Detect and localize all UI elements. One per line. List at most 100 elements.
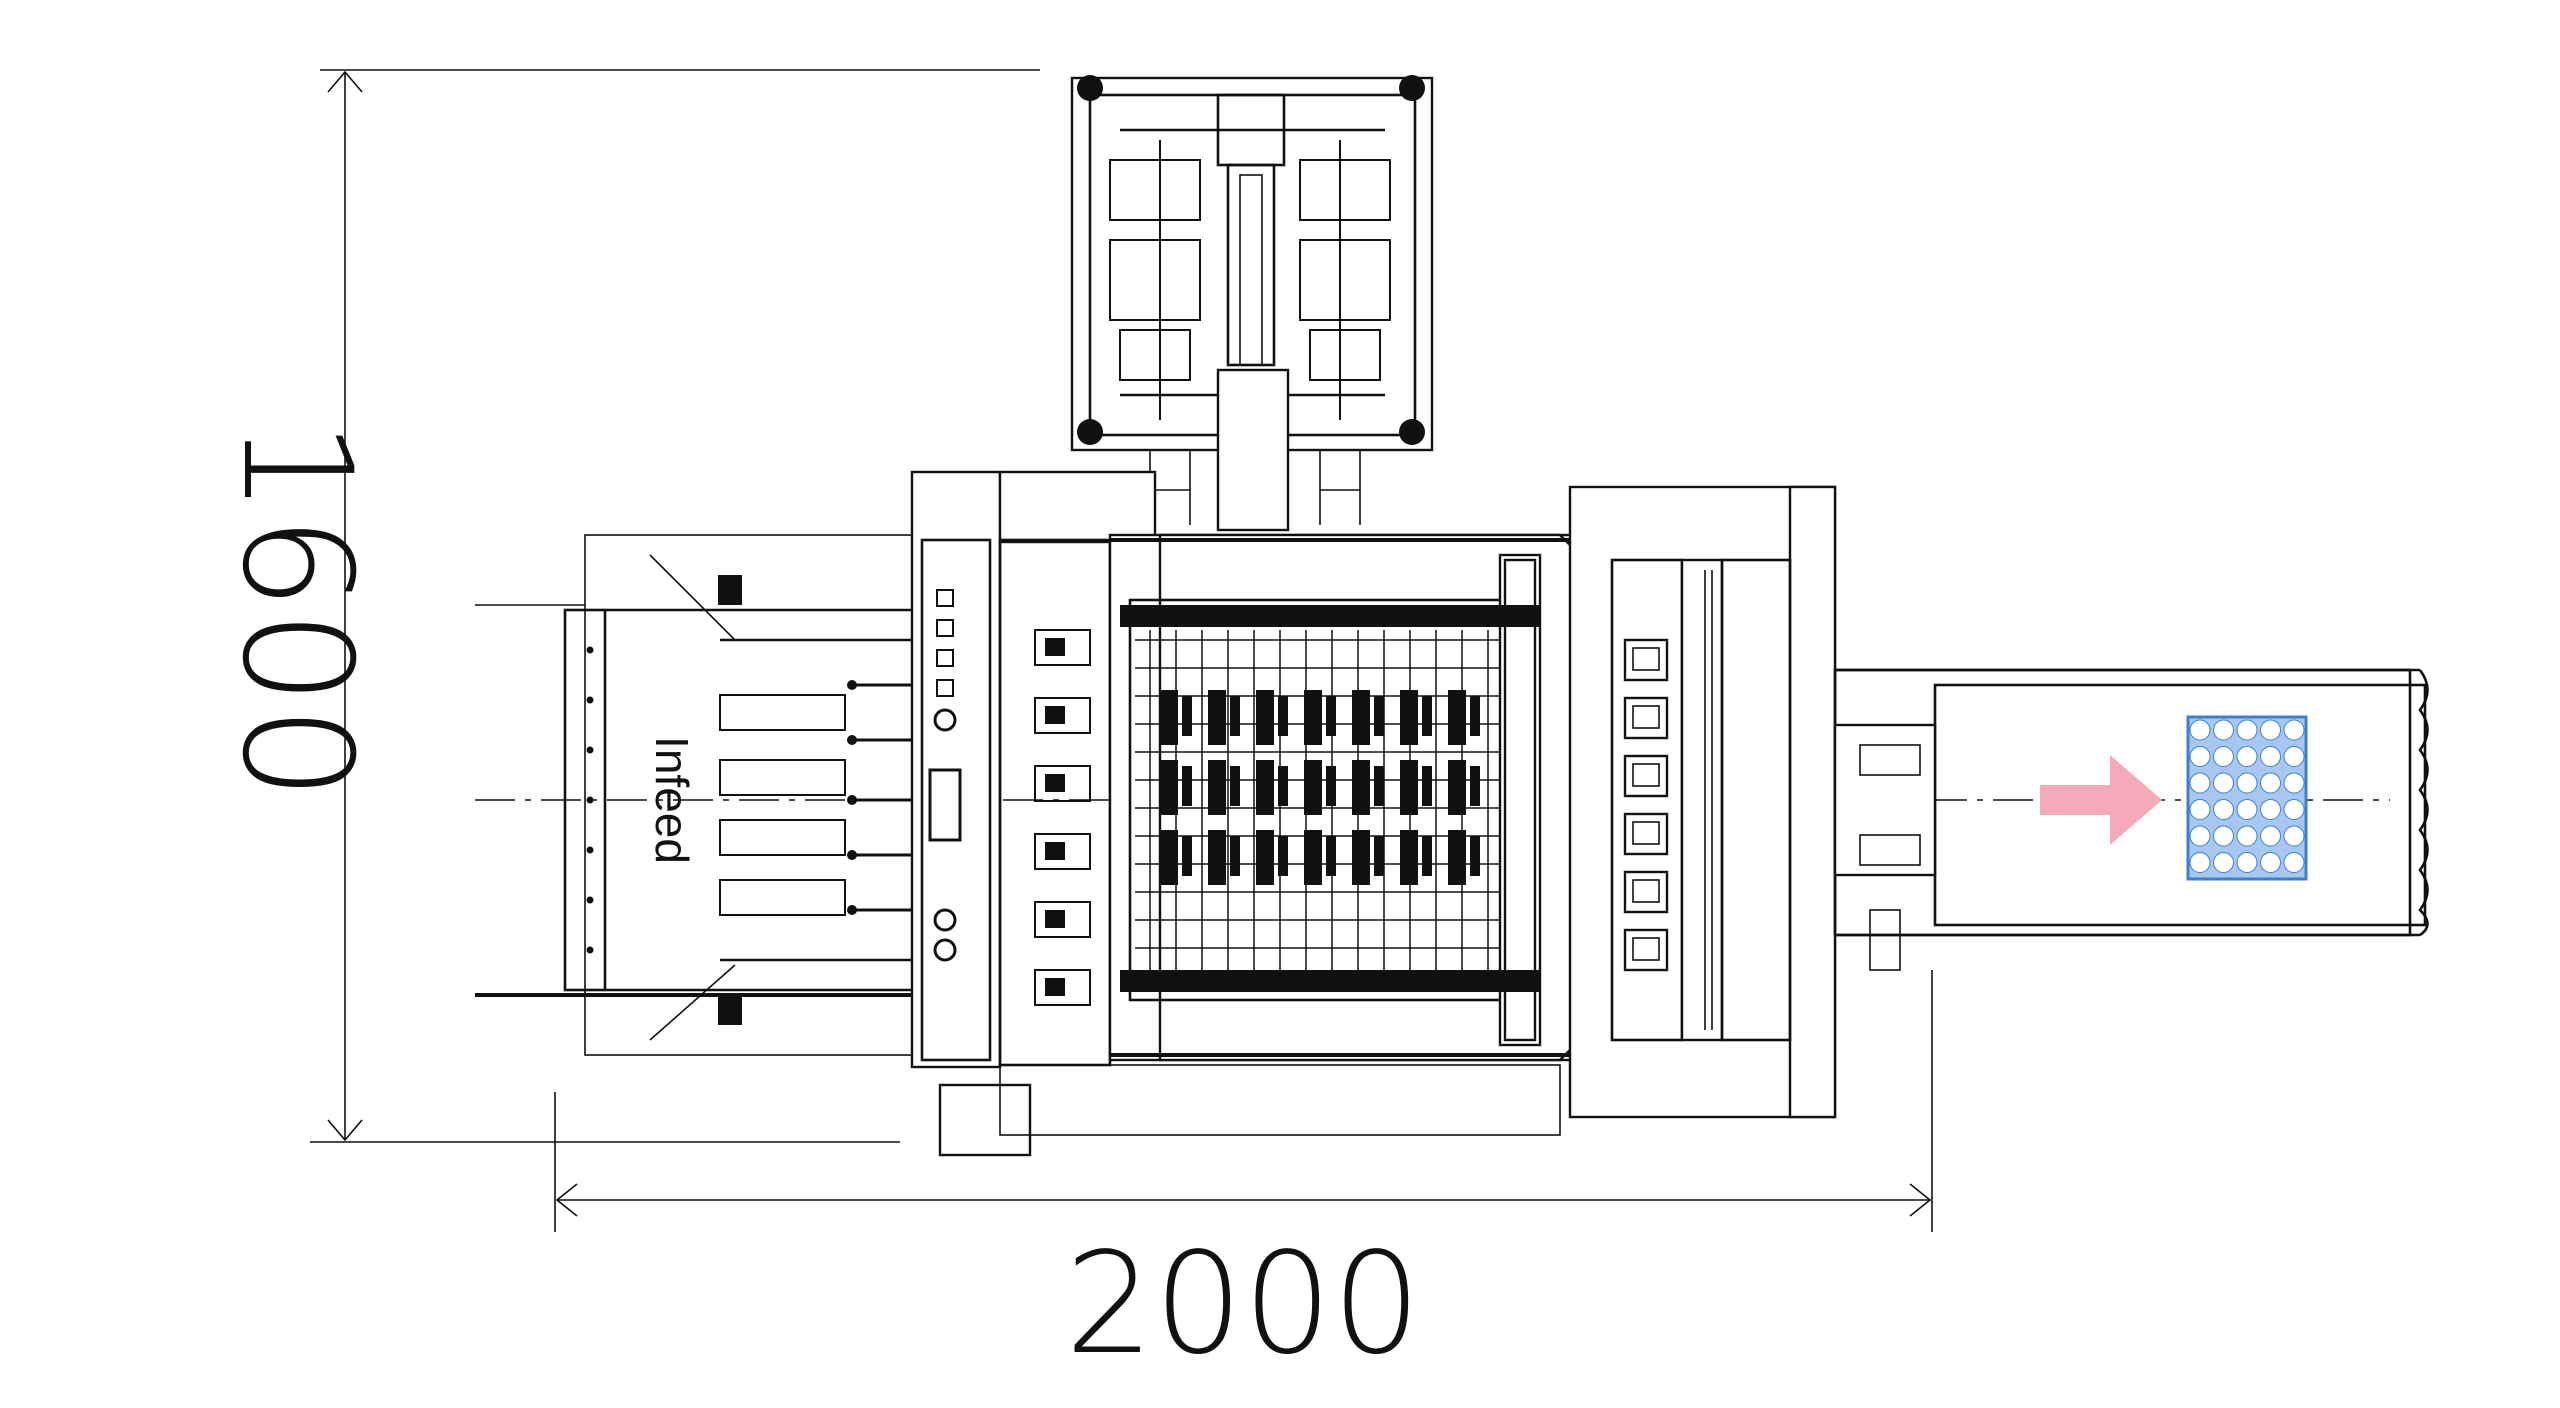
discharge-gripper [1623,928,1669,972]
egg-cell [2189,746,2211,767]
egg-cell [2236,825,2258,847]
gripper-block [1034,697,1091,734]
robot-unit [1070,75,1434,532]
egg-cell [2236,719,2258,741]
product-cup-guide [1374,696,1384,736]
control-column [910,470,1561,1157]
egg-cell [2236,852,2258,873]
width-dimension-label: 2000 [1065,1223,1421,1386]
egg-cell [2189,772,2211,794]
control-panel-switch [928,768,962,842]
product-cup [1256,760,1274,815]
product-cup [1352,830,1370,885]
product-cup-guide [1422,836,1432,876]
robot-arm-segment [1299,159,1391,221]
product-cup [1448,690,1466,745]
discharge-gripper-inner [1632,763,1660,787]
product-cup [1160,690,1178,745]
egg-cell [2236,799,2258,820]
egg-cell [2213,799,2234,820]
egg-cell [2260,799,2281,820]
egg-cell [2236,746,2258,767]
product-cup [1304,690,1322,745]
egg-tray-icon [2186,715,2308,881]
height-dimension-label: 1600 [209,419,383,801]
gripper-block [1034,901,1091,938]
egg-cell [2189,852,2211,873]
infeed-guide-finger [719,694,846,731]
egg-cell [2283,719,2305,741]
infeed-pusher-tip [847,795,857,805]
discharge-gripper-inner [1632,937,1660,961]
discharge-gripper [1623,696,1669,740]
flow-direction-arrow-icon [2040,755,2162,845]
egg-cell [2236,772,2258,794]
product-cup [1448,830,1466,885]
product-cup [1400,830,1418,885]
egg-cell [2260,825,2281,847]
robot-arm-segment [1109,159,1201,221]
infeed-guide-finger [719,819,846,856]
infeed-guide-finger [719,879,846,916]
product-cup-guide [1230,696,1240,736]
product-cup [1352,760,1370,815]
gripper-block-detail [1045,706,1065,724]
infeed-rail-bolt [586,946,594,954]
product-cup [1400,690,1418,745]
product-cup [1208,830,1226,885]
product-cup-guide [1470,696,1480,736]
control-indicator [936,649,954,667]
egg-cell [2283,772,2305,794]
egg-cell [2260,746,2281,767]
egg-cell [2260,772,2281,794]
egg-cell [2189,719,2211,741]
gripper-block [1034,969,1091,1006]
output-conveyor [1833,668,2429,971]
product-cup-guide [1422,766,1432,806]
egg-cell [2283,799,2305,820]
product-cup [1304,830,1322,885]
robot-arm-segment [1109,239,1201,321]
discharge-gripper [1623,638,1669,682]
infeed-pusher-tip [847,850,857,860]
robot-arm-segment [1309,329,1381,381]
egg-cell [2213,825,2234,847]
product-cup-guide [1374,766,1384,806]
infeed-pusher-tip [847,680,857,690]
egg-cell [2260,719,2281,741]
product-cup [1160,760,1178,815]
product-cup-guide [1182,696,1192,736]
product-cup [1160,830,1178,885]
egg-cell [2260,852,2281,873]
robot-arm-segment [1119,329,1191,381]
control-knob [933,708,957,732]
product-cup-guide [1278,696,1288,736]
product-cup-guide [1230,766,1240,806]
egg-cell [2189,825,2211,847]
infeed-pusher-tip [847,905,857,915]
product-cup [1208,760,1226,815]
control-knob [933,908,957,932]
product-cup-guide [1374,836,1384,876]
robot-arm-segment [1299,239,1391,321]
egg-cell [2213,852,2234,873]
control-indicator [936,679,954,697]
product-cup [1448,760,1466,815]
product-cup [1352,690,1370,745]
egg-cell [2213,746,2234,767]
product-cup-guide [1326,766,1336,806]
egg-cell [2213,772,2234,794]
gripper-block [1034,833,1091,870]
gripper-block-detail [1045,910,1065,928]
infeed-rail-bolt [586,646,594,654]
product-cup-guide [1278,766,1288,806]
product-cup [1208,690,1226,745]
product-cup-guide [1470,836,1480,876]
main-processing-area [1108,533,1602,1062]
width-dimension [554,970,1933,1232]
product-cup [1400,760,1418,815]
control-indicator [936,619,954,637]
infeed-rail-bolt [586,696,594,704]
